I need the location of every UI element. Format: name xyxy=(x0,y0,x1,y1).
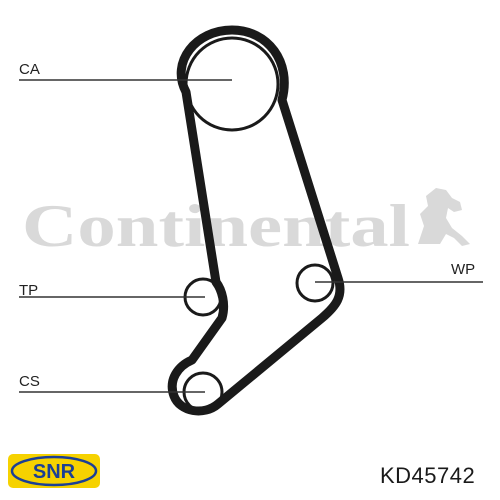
label-cs: CS xyxy=(19,373,40,390)
timing-belt xyxy=(167,25,345,416)
label-tp: TP xyxy=(19,282,39,299)
water-pump-pulley xyxy=(295,263,335,303)
watermark-text: Continental xyxy=(22,193,410,259)
horse-icon xyxy=(418,188,470,246)
continental-watermark: Continental xyxy=(22,188,470,259)
snr-logo: SNR xyxy=(8,454,100,488)
svg-text:SNR: SNR xyxy=(33,461,76,483)
camshaft-pulley xyxy=(184,36,280,132)
label-wp: WP xyxy=(451,261,476,278)
label-ca: CA xyxy=(19,61,40,78)
part-number: KD45742 xyxy=(380,463,476,488)
